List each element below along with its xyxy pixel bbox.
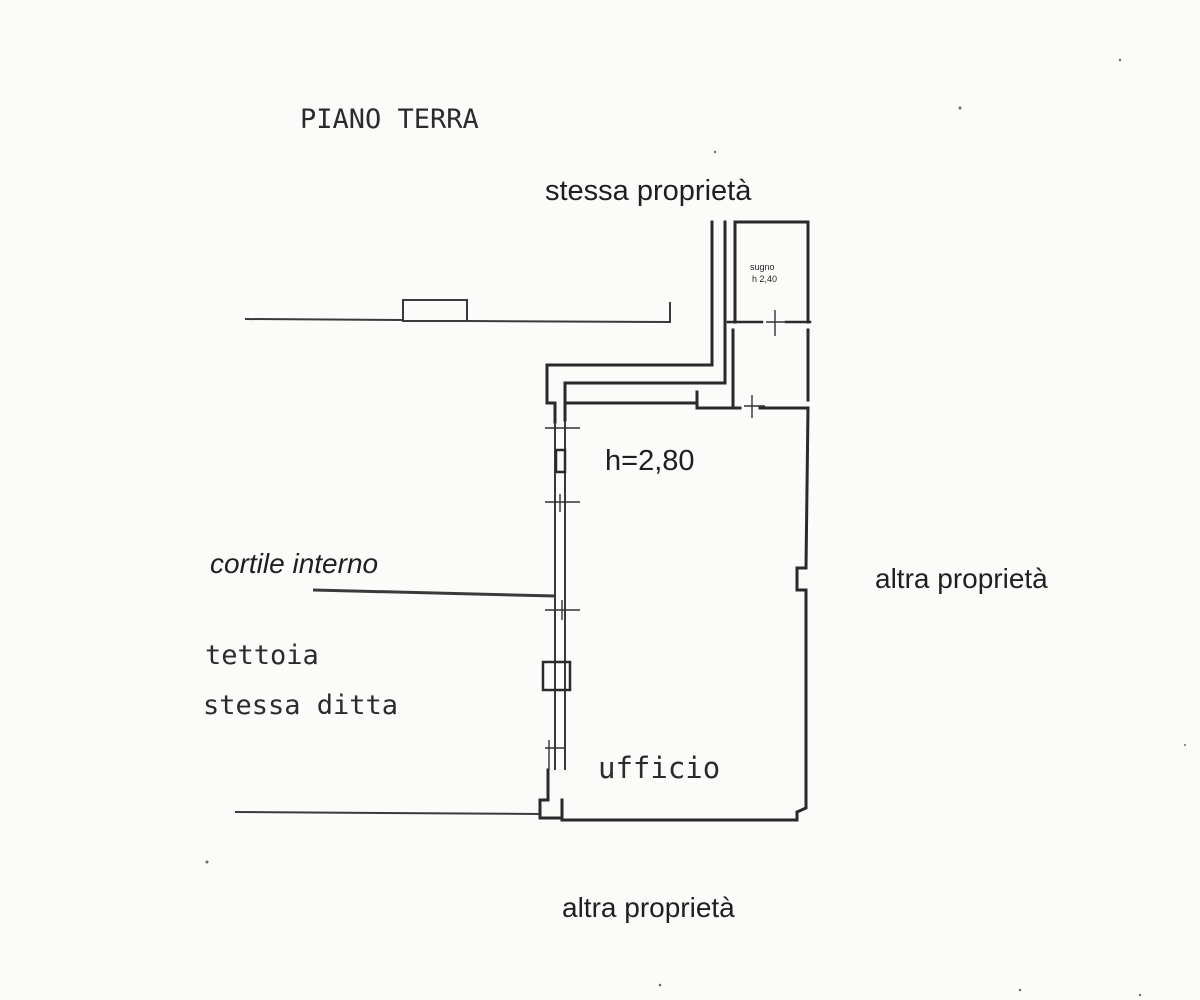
label-right-neighbor: altra proprietà xyxy=(875,563,1048,594)
label-bottom-neighbor: altra proprietà xyxy=(562,892,735,923)
label-canopy-line1: tettoia xyxy=(205,640,319,671)
label-small-room-line2: h 2,40 xyxy=(752,274,777,284)
label-ceiling-height: h=2,80 xyxy=(605,445,695,477)
label-small-room-line1: sugno xyxy=(750,262,775,272)
bottom-boundary-wall xyxy=(234,811,541,815)
label-top-neighbor: stessa proprietà xyxy=(545,175,752,207)
office-room-walls xyxy=(538,390,810,822)
scan-noise xyxy=(205,58,1186,997)
top-boundary-wall xyxy=(244,299,671,324)
label-courtyard: cortile interno xyxy=(210,548,378,579)
label-canopy-line2: stessa ditta xyxy=(203,690,398,721)
floor-title: PIANO TERRA xyxy=(300,104,479,135)
courtyard-leader-line xyxy=(312,588,556,598)
small-room xyxy=(726,220,812,407)
corridor-walls xyxy=(545,220,727,405)
label-room-ufficio: ufficio xyxy=(598,751,720,785)
